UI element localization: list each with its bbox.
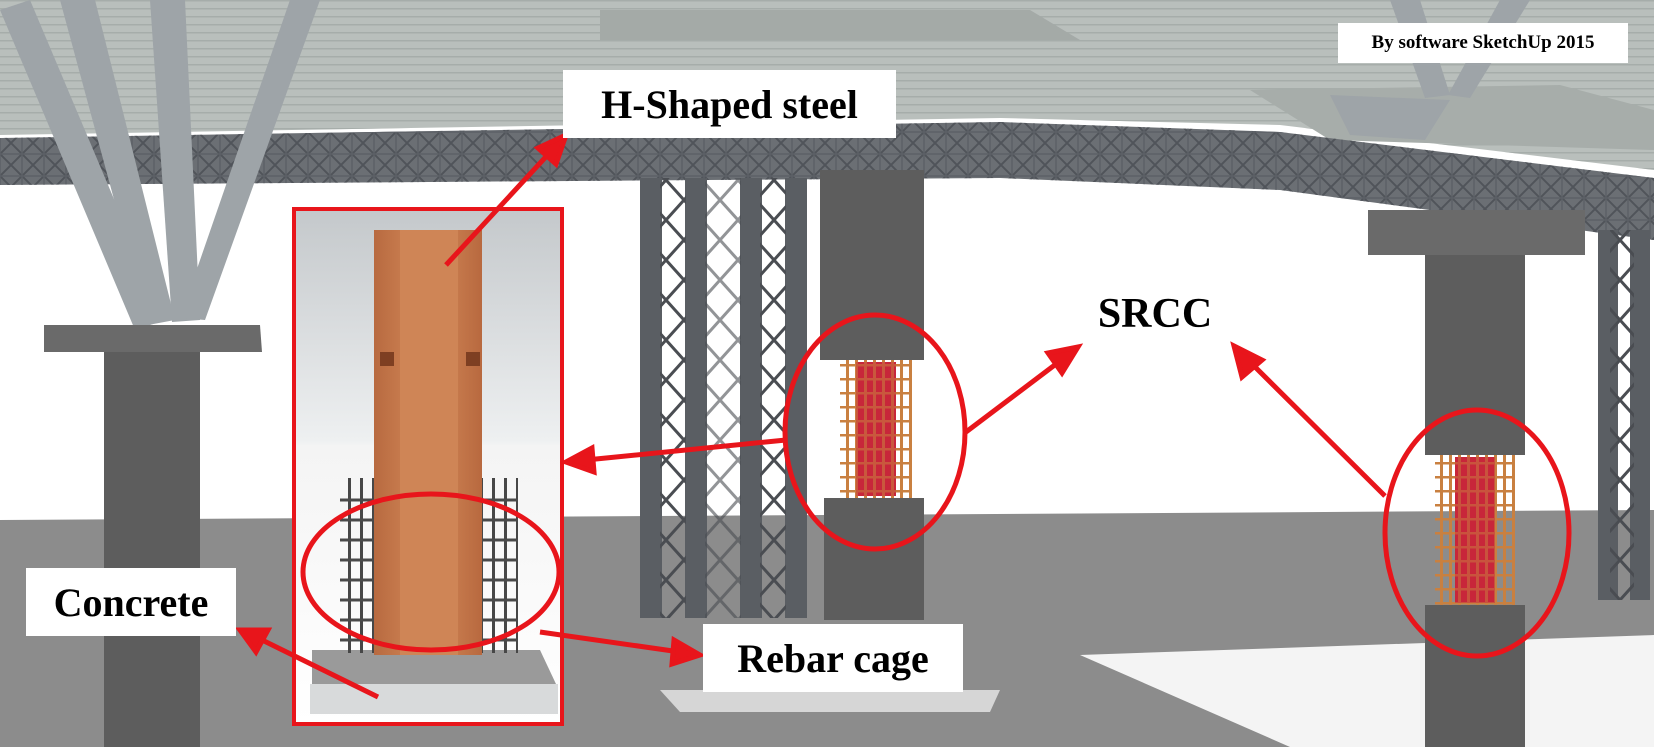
inset-rebar-ellipse — [300, 491, 562, 653]
srcc-detail-inset — [292, 207, 564, 726]
middle-column-top — [820, 170, 924, 360]
middle-column-cage-front — [842, 362, 910, 496]
right-column-bottom — [1425, 605, 1525, 747]
right-column-top — [1425, 255, 1525, 455]
right-column-cage-front — [1437, 457, 1513, 603]
inset-frame — [292, 207, 564, 726]
inset-h-steel-notch-l — [380, 352, 394, 366]
arrow-rebar-cage — [539, 629, 681, 655]
left-column-shaft — [104, 352, 200, 747]
arrow-srcc-right — [1244, 356, 1387, 498]
ground-shadow-patch — [660, 690, 1000, 712]
left-column-cap — [44, 325, 262, 352]
arrow-middle-to-inset — [585, 437, 787, 463]
left-tree-column-branches — [0, 0, 320, 330]
inset-concrete-base — [312, 650, 556, 684]
srcc-label: SRCC — [1097, 291, 1213, 337]
middle-steel-frames — [640, 178, 807, 618]
right-column-cap — [1368, 210, 1585, 255]
concrete-label: Concrete — [26, 568, 236, 636]
annotation-arrows — [235, 130, 1387, 700]
arrow-h-steel — [444, 146, 556, 267]
inset-h-steel-web — [400, 230, 458, 655]
middle-column-bottom — [824, 498, 924, 620]
annotation-ellipses — [300, 312, 1572, 659]
right-steel-frame — [1598, 230, 1650, 600]
software-credit-label: By software SketchUp 2015 — [1338, 23, 1628, 63]
inset-h-steel-notch-r — [466, 352, 480, 366]
rebar-cage-label: Rebar cage — [703, 624, 963, 692]
middle-srcc-ellipse — [782, 312, 968, 552]
arrow-srcc-middle — [964, 356, 1066, 434]
arrow-concrete — [256, 635, 380, 700]
truss-band-pattern — [0, 122, 1654, 240]
roof-panel — [600, 10, 1080, 40]
right-srcc-ellipse — [1382, 407, 1572, 659]
inset-concrete-foot — [310, 684, 558, 714]
h-shaped-steel-label: H-Shaped steel — [563, 70, 896, 138]
